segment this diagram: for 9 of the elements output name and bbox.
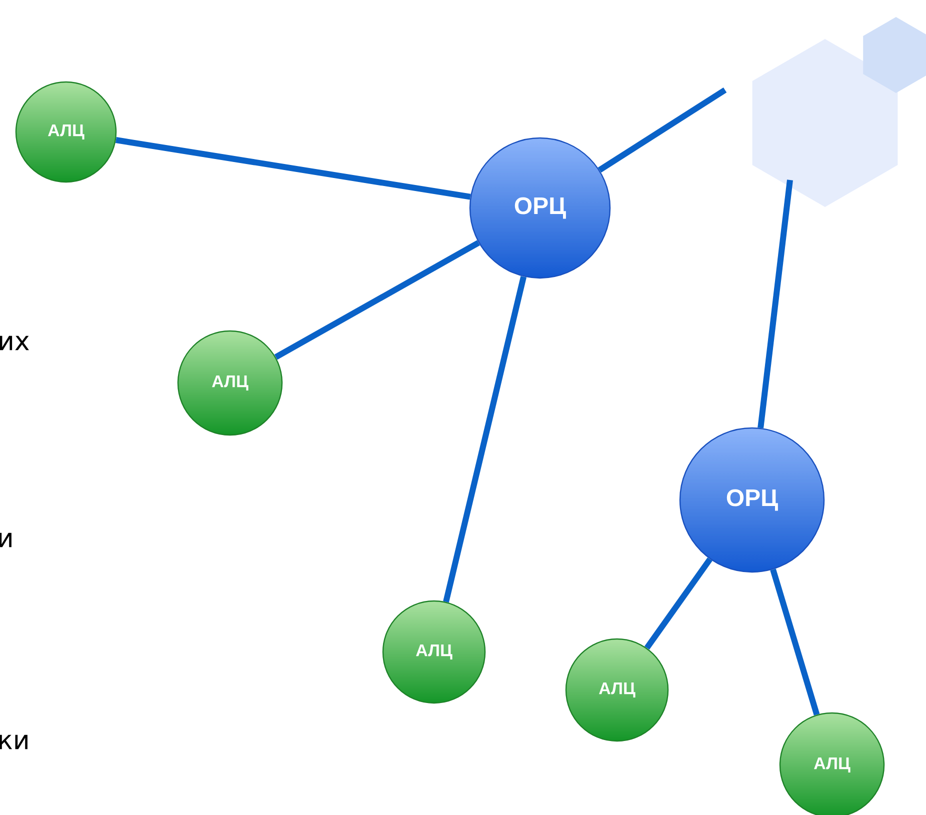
connector-line xyxy=(758,180,793,428)
connector-line xyxy=(644,557,712,650)
text-fragment: ки xyxy=(0,734,28,750)
connector-line xyxy=(598,87,727,173)
connector-line xyxy=(770,568,820,716)
connector-line xyxy=(115,137,471,200)
connector-line xyxy=(443,276,527,603)
text-fragment: их xyxy=(0,336,29,350)
connector-line xyxy=(274,240,480,360)
